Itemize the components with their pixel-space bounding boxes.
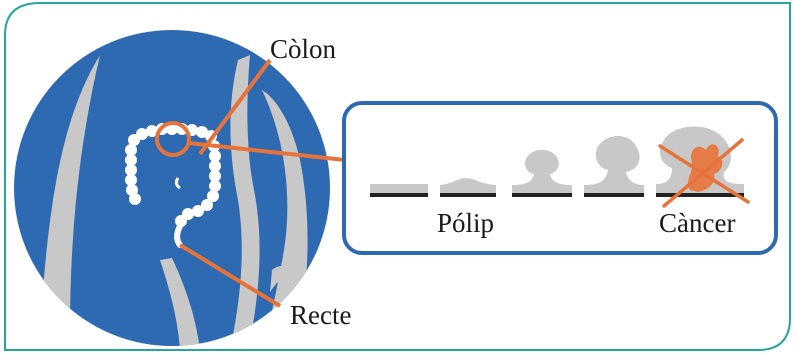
colon-leader-line — [198, 58, 272, 156]
stage-polyp — [512, 149, 572, 197]
polyp-label: Pólip — [437, 208, 495, 238]
stage-normal-tissue — [370, 184, 428, 197]
rectum-label: Recte — [290, 300, 352, 330]
cross-out-icon — [658, 138, 750, 208]
right-tissue-shape-2 — [262, 90, 308, 330]
left-tissue-shape — [40, 55, 100, 330]
colon-highlight-ring — [155, 121, 191, 157]
right-tissue-shape-1 — [230, 55, 260, 340]
stage-large-polyp — [584, 135, 644, 197]
stage-early-polyp — [440, 178, 496, 197]
body-circle — [14, 30, 330, 346]
bottom-tissue-shape — [160, 258, 200, 346]
rectum-leader-line — [178, 243, 282, 308]
zoom-leader-line — [188, 141, 346, 162]
cancer-label: Càncer — [659, 208, 736, 238]
right-tissue-shape-3 — [270, 266, 291, 292]
colon-label: Còlon — [270, 34, 337, 64]
stage-cancer — [656, 126, 744, 197]
